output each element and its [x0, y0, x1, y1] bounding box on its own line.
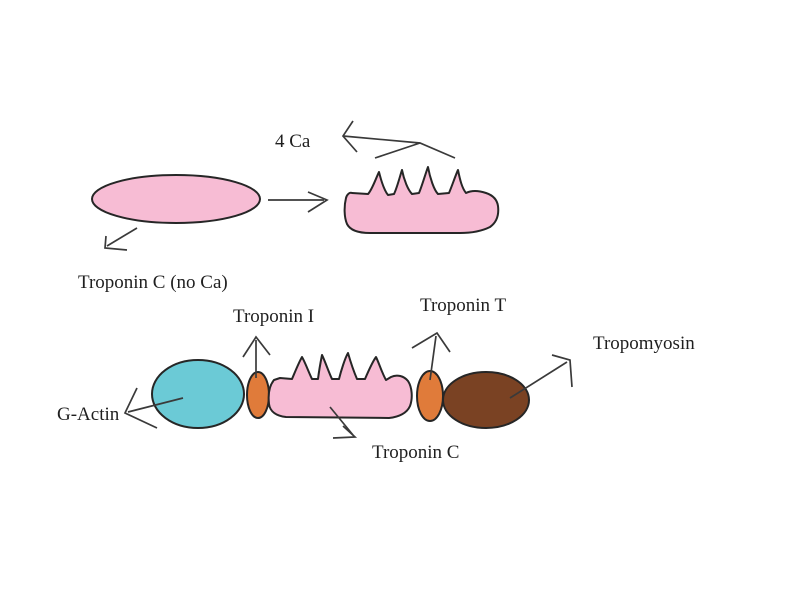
troponin-c-no-ca-ellipse	[91, 174, 261, 224]
troponin-t-label: Troponin T	[420, 295, 506, 316]
tropomyosin-ellipse	[442, 371, 530, 429]
tropomyosin-label: Tropomyosin	[593, 333, 695, 354]
troponin-i-label: Troponin I	[233, 306, 314, 327]
troponin-t-arrow	[411, 331, 451, 381]
ca-label: 4 Ca	[275, 131, 311, 152]
troponin-c-complex-shape	[267, 352, 413, 419]
troponin-c-ca-bound-shape	[343, 166, 500, 234]
troponin-c-no-ca-arrow	[104, 227, 138, 251]
tropomyosin-arrow	[509, 354, 573, 399]
g-actin-ellipse	[151, 359, 245, 429]
ca-binding-arrow	[341, 120, 456, 159]
reaction-arrow	[268, 191, 329, 213]
troponin-c-arrow	[329, 406, 358, 439]
troponin-i-arrow	[242, 335, 271, 378]
troponin-t-ellipse	[416, 370, 444, 422]
troponin-i-ellipse	[246, 371, 270, 419]
g-actin-arrow	[123, 387, 184, 429]
troponin-c-no-ca-label: Troponin C (no Ca)	[78, 272, 228, 293]
g-actin-label: G-Actin	[57, 404, 120, 425]
troponin-c-label: Troponin C	[372, 442, 459, 463]
